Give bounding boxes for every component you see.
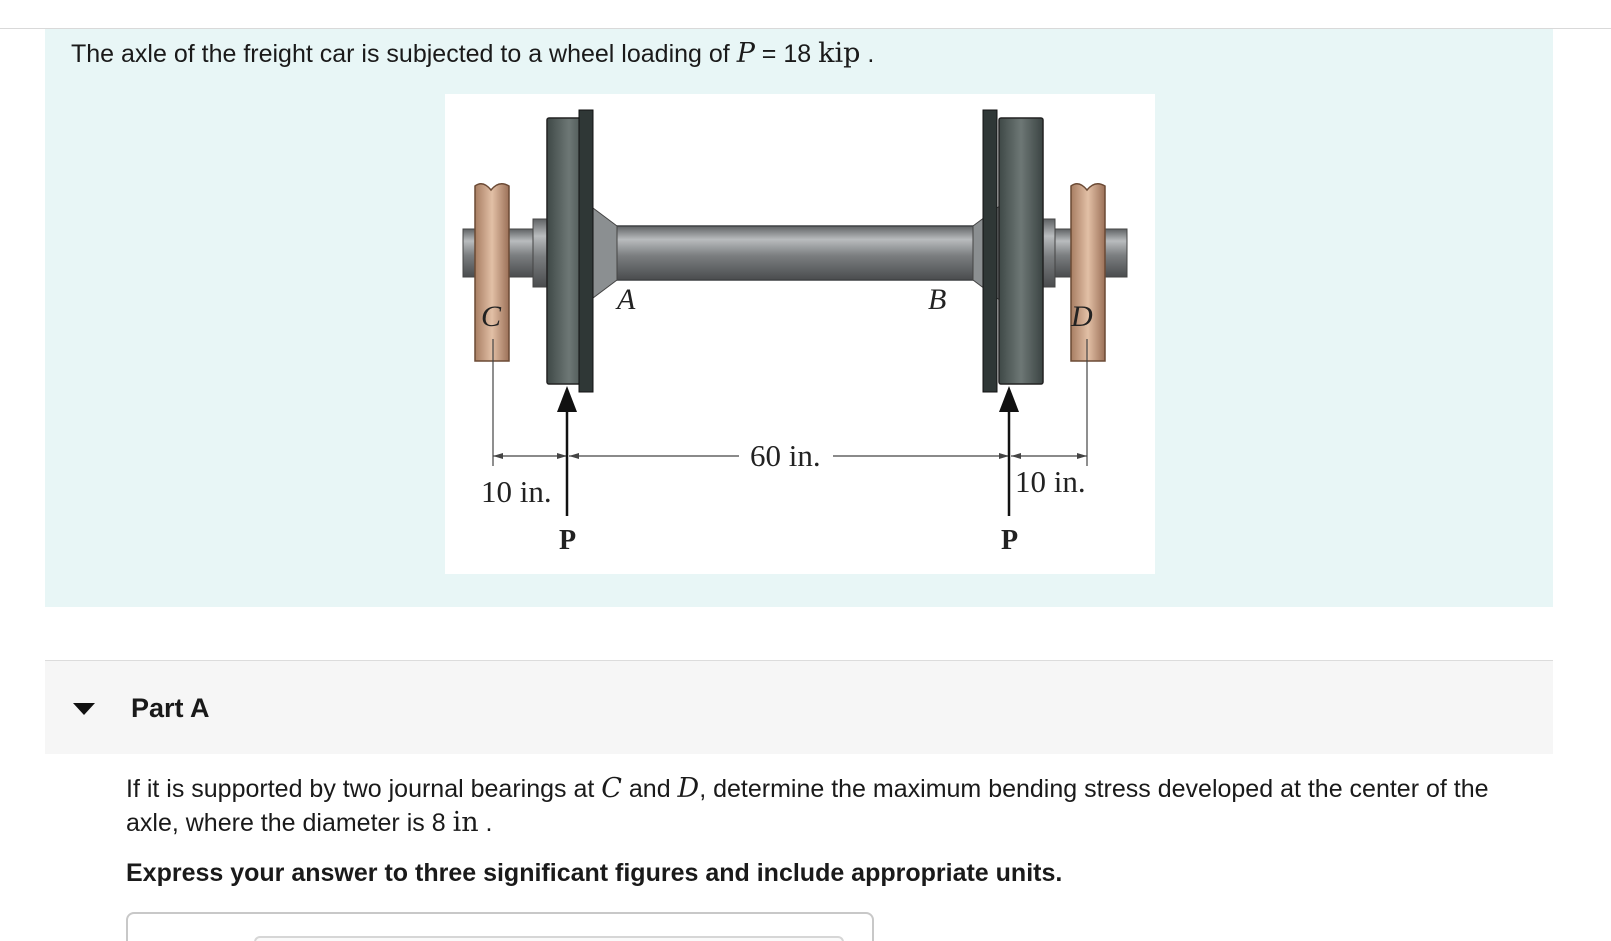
label-a: A xyxy=(615,283,636,316)
answer-container xyxy=(126,912,874,941)
bearing-c xyxy=(474,183,510,362)
diameter-unit: in xyxy=(452,807,479,838)
load-label-left: P xyxy=(559,525,576,556)
dimension-arrow xyxy=(493,453,503,459)
label-b: B xyxy=(928,283,946,316)
part-title: Part A xyxy=(131,693,210,723)
question-text-part: . xyxy=(478,809,493,837)
problem-statement-panel: The axle of the freight car is subjected… xyxy=(45,29,1553,607)
load-equals: = 18 xyxy=(754,40,819,68)
top-divider xyxy=(0,28,1611,29)
question-text: If it is supported by two journal bearin… xyxy=(126,772,1526,840)
part-a-header[interactable]: Part A xyxy=(45,660,1553,754)
answer-input[interactable] xyxy=(254,936,844,941)
dimension-arrow xyxy=(1077,453,1087,459)
left-wheel-flange xyxy=(578,109,594,393)
collapse-caret-icon[interactable] xyxy=(73,703,95,715)
dimension-arrow xyxy=(999,453,1009,459)
question-text-part: , determine the maximum bending stress d… xyxy=(126,775,1489,837)
bearing-c-variable: C xyxy=(601,773,622,804)
right-wheel-flange xyxy=(982,109,998,393)
bearing-d xyxy=(1070,183,1106,362)
load-unit: kip xyxy=(818,38,861,69)
intro-text-part: The axle of the freight car is subjected… xyxy=(71,40,737,68)
axle-diagram-svg: C A B D 60 in. 10 in. 10 in. xyxy=(462,109,1128,556)
right-wheel xyxy=(998,117,1044,385)
axle-figure: C A B D 60 in. 10 in. 10 in. xyxy=(445,94,1155,574)
label-c: C xyxy=(481,300,502,333)
load-arrow-right-head xyxy=(999,386,1019,412)
dimension-arrow xyxy=(557,453,567,459)
label-d: D xyxy=(1070,300,1093,333)
question-text-part: If it is supported by two journal bearin… xyxy=(126,775,602,803)
load-label-right: P xyxy=(1001,525,1018,556)
dimension-10-left: 10 in. xyxy=(481,474,552,509)
dimension-arrow xyxy=(1011,453,1021,459)
dimension-10-right: 10 in. xyxy=(1015,464,1086,499)
answer-instruction: Express your answer to three significant… xyxy=(126,859,1063,887)
axle-shaft xyxy=(604,225,986,281)
load-arrow-left-head xyxy=(557,386,577,412)
bearing-d-variable: D xyxy=(677,773,700,804)
question-text-part: and xyxy=(621,775,678,803)
dimension-arrow xyxy=(569,453,579,459)
dimension-60: 60 in. xyxy=(750,438,821,473)
intro-end: . xyxy=(860,40,875,68)
problem-intro-text: The axle of the freight car is subjected… xyxy=(71,37,874,71)
load-variable: P xyxy=(736,38,755,69)
